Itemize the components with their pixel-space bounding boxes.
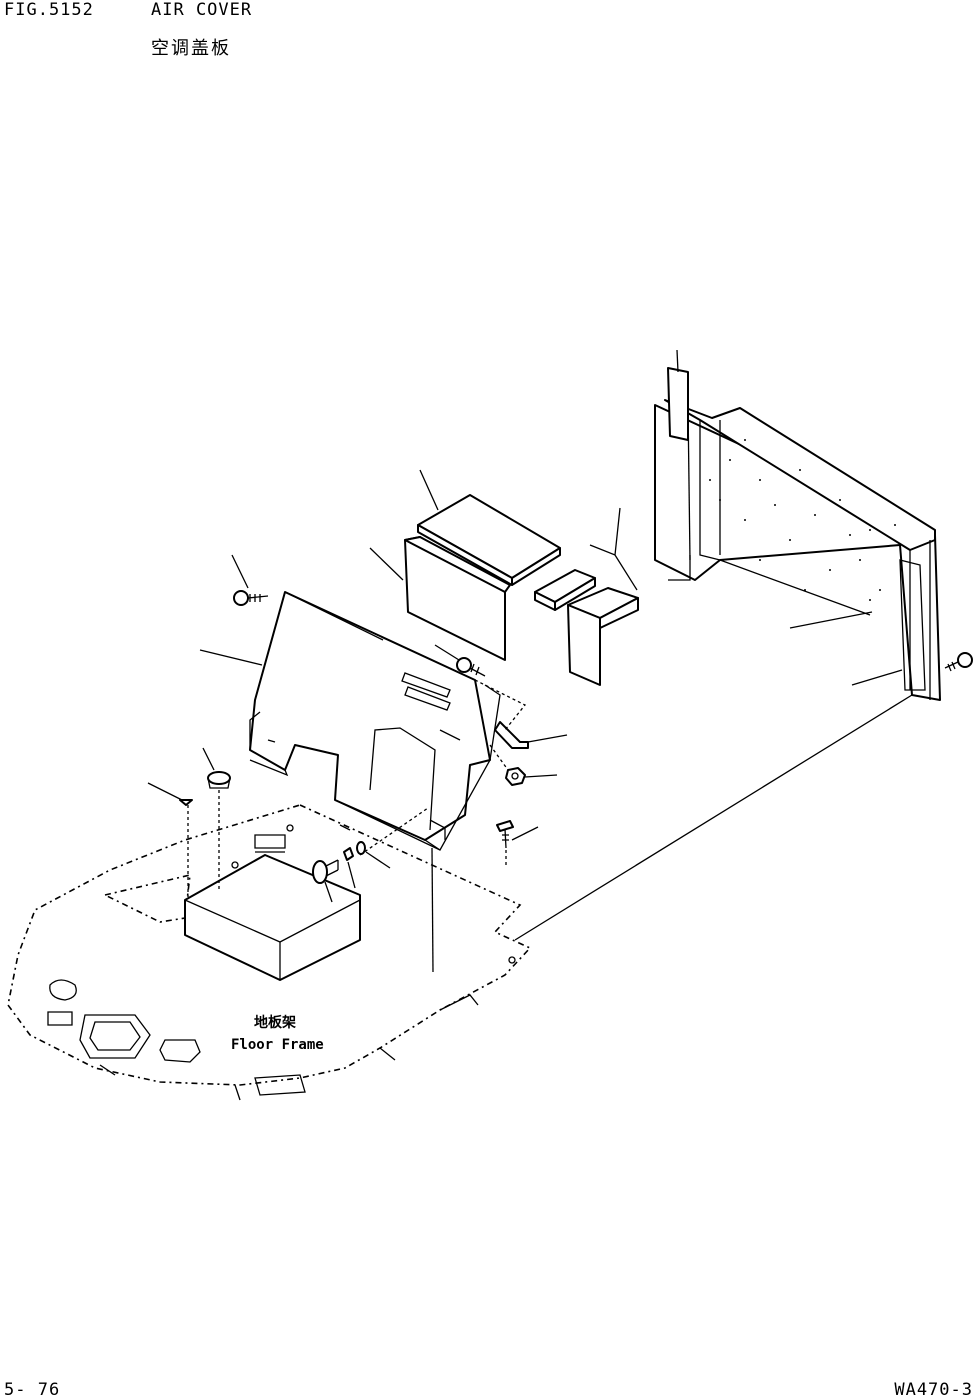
foam-pad-front bbox=[404, 536, 511, 661]
bolt-center bbox=[456, 657, 486, 677]
clip-bracket bbox=[494, 721, 529, 749]
figure-number: FIG.5152 bbox=[4, 0, 94, 20]
nut bbox=[505, 767, 526, 786]
model-number: WA470-3 bbox=[894, 1380, 973, 1400]
floor-frame-label-chinese: 地板架 bbox=[254, 1014, 296, 1031]
floor-frame bbox=[7, 804, 532, 1101]
figure-title-chinese: 空调盖板 bbox=[151, 38, 231, 59]
bolt-lower bbox=[496, 820, 514, 849]
bolt-upper-left bbox=[233, 590, 269, 606]
rear-panel-seal-strip bbox=[667, 367, 689, 441]
rear-panel bbox=[654, 399, 941, 701]
air-cover bbox=[249, 591, 501, 851]
foam-block-small bbox=[534, 569, 596, 611]
washer bbox=[356, 841, 366, 855]
washer-spring bbox=[343, 847, 354, 861]
plug bbox=[207, 771, 231, 789]
rivet bbox=[179, 799, 193, 806]
figure-title-english: AIR COVER bbox=[151, 0, 253, 20]
floor-frame-label-english: Floor Frame bbox=[231, 1037, 324, 1053]
page-number: 5- 76 bbox=[4, 1380, 61, 1400]
knob-screw bbox=[312, 859, 339, 884]
foam-block-angled bbox=[567, 587, 639, 686]
foam-pad-top bbox=[417, 494, 561, 586]
connector-line bbox=[514, 694, 913, 941]
bolt-right bbox=[944, 652, 973, 672]
leader-lines bbox=[147, 349, 903, 973]
